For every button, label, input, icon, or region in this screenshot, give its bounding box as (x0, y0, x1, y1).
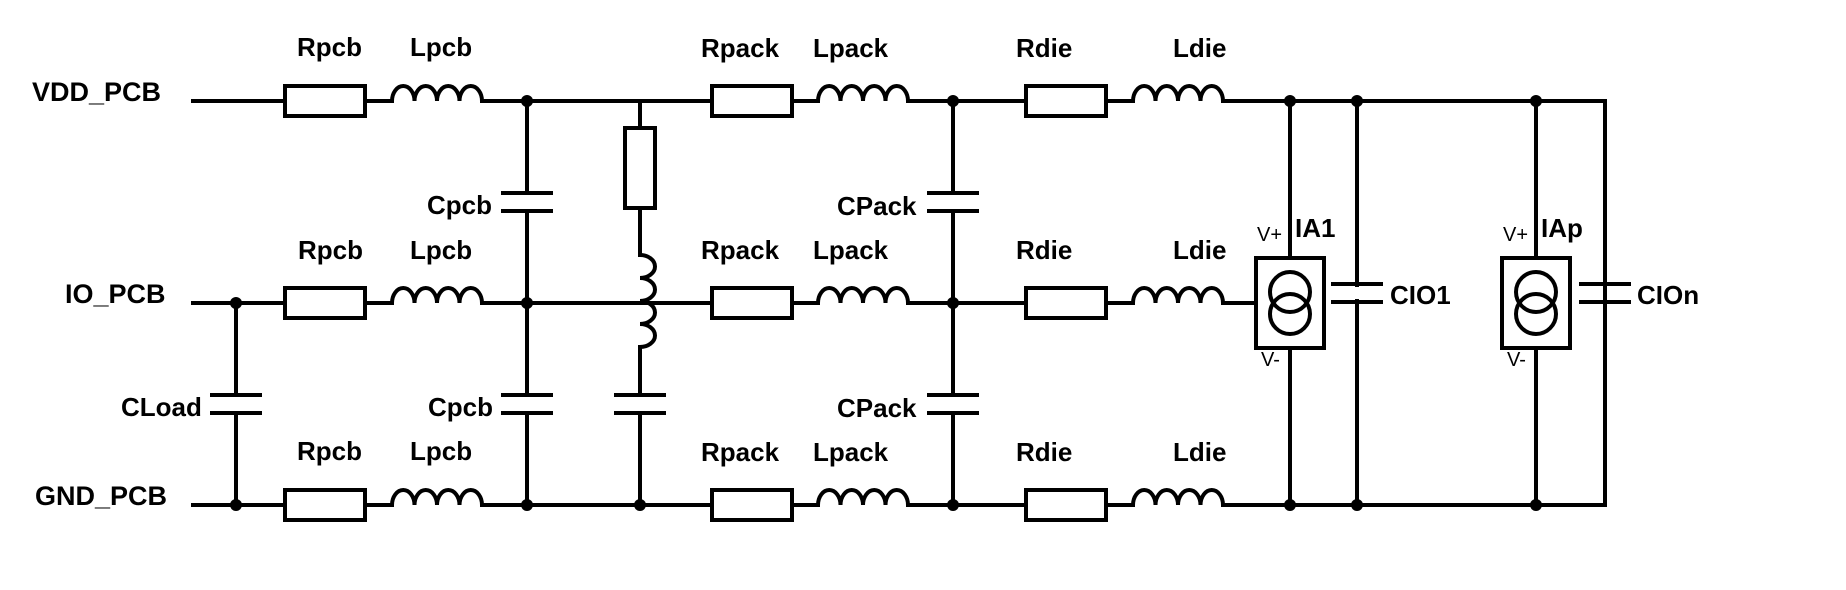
label-ldie-io: Ldie (1173, 235, 1226, 265)
capacitor-cload (210, 393, 262, 415)
inductor-ldie-vdd (1131, 84, 1225, 102)
label-cpcb-bottom: Cpcb (428, 392, 493, 422)
label-cpcb-top: Cpcb (427, 190, 492, 220)
label-ldie-gnd: Ldie (1173, 437, 1226, 467)
inductor-lpcb-vdd (390, 84, 484, 102)
resistor-rdie-gnd (1024, 488, 1108, 522)
inductor-lpcb-io (390, 286, 484, 304)
label-cpack-bottom: CPack (837, 393, 917, 423)
capacitor-cross-branch (614, 393, 666, 415)
label-lpack-io: Lpack (813, 235, 889, 265)
label-lpcb-gnd: Lpcb (410, 436, 472, 466)
label-iap-vminus: V- (1507, 349, 1526, 371)
inductor-ldie-gnd (1131, 488, 1225, 506)
label-lpcb-io: Lpcb (410, 235, 472, 265)
label-rpcb-io: Rpcb (298, 235, 363, 265)
resistor-rpcb-vdd (283, 84, 367, 118)
label-rpcb-gnd: Rpcb (297, 436, 362, 466)
label-iap: IAp (1541, 213, 1583, 243)
current-source-ia1 (1254, 256, 1326, 350)
inductor-vertical (639, 253, 657, 349)
capacitor-cpcb-top (501, 191, 553, 213)
inductor-ldie-io (1131, 286, 1225, 304)
label-rdie-vdd: Rdie (1016, 33, 1072, 63)
label-rpcb-vdd: Rpcb (297, 32, 362, 62)
label-ldie-vdd: Ldie (1173, 33, 1226, 63)
capacitor-cio1 (1331, 282, 1383, 304)
label-lpack-gnd: Lpack (813, 437, 889, 467)
inductor-lpack-gnd (816, 488, 910, 506)
label-rpack-vdd: Rpack (701, 33, 780, 63)
label-iap-vplus: V+ (1503, 224, 1528, 246)
label-ia1-vplus: V+ (1257, 224, 1282, 246)
inductor-lpcb-gnd (390, 488, 484, 506)
resistor-rpack-gnd (710, 488, 794, 522)
label-ia1-vminus: V- (1261, 349, 1280, 371)
resistor-rdie-vdd (1024, 84, 1108, 118)
label-cion: CIOn (1637, 280, 1699, 310)
inductors (390, 84, 1225, 506)
label-rpack-gnd: Rpack (701, 437, 780, 467)
label-cload: CLoad (121, 392, 202, 422)
label-lpcb-vdd: Lpcb (410, 32, 472, 62)
inductor-lpack-vdd (816, 84, 910, 102)
current-source-iap (1500, 256, 1572, 350)
label-ia1: IA1 (1295, 213, 1335, 243)
resistors (283, 84, 1108, 522)
label-cio1: CIO1 (1390, 280, 1451, 310)
label-rdie-gnd: Rdie (1016, 437, 1072, 467)
label-rdie-io: Rdie (1016, 235, 1072, 265)
inductor-lpack-io (816, 286, 910, 304)
label-rpack-io: Rpack (701, 235, 780, 265)
capacitor-cion (1579, 282, 1631, 304)
junction-dots (230, 95, 1542, 511)
label-lpack-vdd: Lpack (813, 33, 889, 63)
capacitors (210, 191, 1631, 415)
capacitor-cpack-bottom (927, 393, 979, 415)
resistor-rpcb-gnd (283, 488, 367, 522)
resistor-vertical (623, 126, 657, 210)
resistor-rdie-io (1024, 286, 1108, 320)
label-cpack-top: CPack (837, 191, 917, 221)
capacitor-cpcb-bottom (501, 393, 553, 415)
resistor-rpcb-io (283, 286, 367, 320)
net-label-io: IO_PCB (65, 279, 166, 309)
net-label-vdd: VDD_PCB (32, 77, 161, 107)
capacitor-cpack-top (927, 191, 979, 213)
resistor-rpack-io (710, 286, 794, 320)
resistor-rpack-vdd (710, 84, 794, 118)
net-label-gnd: GND_PCB (35, 481, 167, 511)
